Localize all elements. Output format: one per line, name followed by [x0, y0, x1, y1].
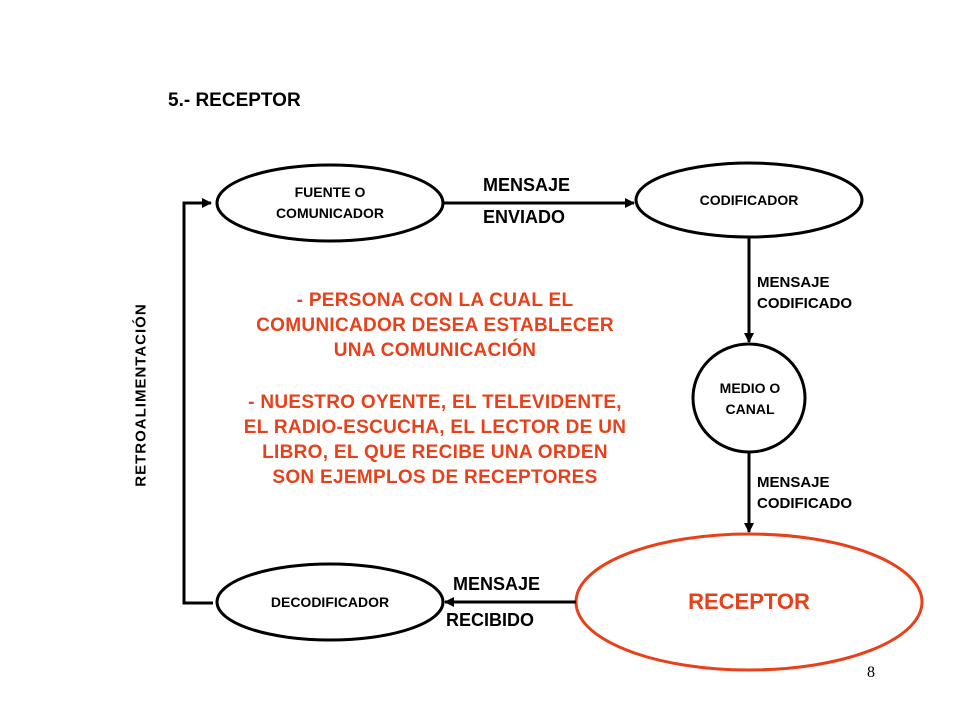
description-p1-line2: COMUNICADOR DESEA ESTABLECER	[256, 315, 614, 336]
slide-title: 5.- RECEPTOR	[168, 90, 301, 111]
description-p2-line3: LIBRO, EL QUE RECIBE UNA ORDEN	[262, 442, 608, 463]
description-p2-line1: - NUESTRO OYENTE, EL TELEVIDENTE,	[248, 392, 622, 413]
mensaje-codificado-2-line1: MENSAJE	[757, 474, 830, 491]
mensaje-enviado-line1: MENSAJE	[483, 175, 571, 195]
decodificador-ellipse	[215, 562, 445, 642]
fuente-label: FUENTE O COMUNICADOR	[230, 182, 430, 224]
description-p2-line4: SON EJEMPLOS DE RECEPTORES	[272, 467, 598, 488]
medio-label: MEDIO O CANAL	[685, 378, 815, 420]
description-paragraph-1: - PERSONA CON LA CUAL EL COMUNICADOR DES…	[190, 288, 680, 363]
mensaje-codificado-1-line1: MENSAJE	[757, 274, 830, 291]
medio-label-line1: MEDIO O	[719, 380, 781, 396]
description-paragraph-2: - NUESTRO OYENTE, EL TELEVIDENTE, EL RAD…	[190, 390, 680, 490]
retroalimentacion-label: RETROALIMENTACIÓN	[132, 303, 150, 487]
decodificador-label: DECODIFICADOR	[270, 594, 390, 610]
mensaje-enviado-line2: ENVIADO	[483, 207, 566, 227]
mensaje-codificado-1: MENSAJE CODIFICADO	[757, 272, 852, 314]
fuente-label-line1: FUENTE O	[294, 184, 366, 200]
mensaje-recibido-line1: MENSAJE	[453, 574, 541, 594]
mensaje-codificado-1-line2: CODIFICADO	[757, 295, 852, 312]
medio-label-line2: CANAL	[725, 401, 775, 417]
receptor-label: RECEPTOR	[688, 589, 810, 614]
description-p2-line2: EL RADIO-ESCUCHA, EL LECTOR DE UN	[243, 417, 627, 438]
description-p1-line1: - PERSONA CON LA CUAL EL	[296, 290, 574, 311]
fuente-label-line2: COMUNICADOR	[275, 205, 385, 221]
retroalimentacion-line	[182, 198, 213, 605]
description-p1-line3: UNA COMUNICACIÓN	[333, 340, 537, 361]
mensaje-codificado-2-line2: CODIFICADO	[757, 495, 852, 512]
codificador-label: CODIFICADOR	[699, 192, 799, 208]
mensaje-recibido-line2: RECIBIDO	[446, 610, 535, 630]
page-number: 8	[867, 664, 875, 681]
mensaje-codificado-2: MENSAJE CODIFICADO	[757, 472, 852, 514]
